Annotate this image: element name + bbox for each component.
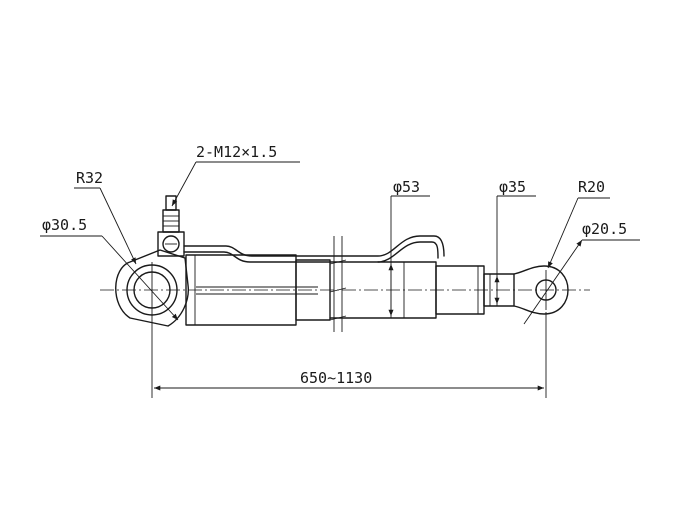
d20-5-leader <box>523 239 640 325</box>
thread-label: 2-M12×1.5 <box>196 143 277 161</box>
bore-label: φ53 <box>393 178 420 196</box>
rear-clevis <box>115 195 189 327</box>
bore-dimension <box>388 195 430 318</box>
r32-leader <box>74 187 137 265</box>
length-dimension <box>151 312 547 398</box>
length-label: 650~1130 <box>300 369 372 387</box>
d30-5-label: φ30.5 <box>42 216 87 234</box>
thread-leader <box>171 161 300 207</box>
rod-dimension <box>494 195 536 306</box>
d20-5-label: φ20.5 <box>582 220 627 238</box>
r20-label: R20 <box>578 178 605 196</box>
length-break-marks <box>329 236 347 332</box>
d30-5-leader <box>40 235 179 321</box>
r32-label: R32 <box>76 169 103 187</box>
r20-leader <box>547 197 610 269</box>
hydraulic-tube <box>183 235 445 263</box>
rod-label: φ35 <box>499 178 526 196</box>
piston-rod <box>483 265 569 315</box>
